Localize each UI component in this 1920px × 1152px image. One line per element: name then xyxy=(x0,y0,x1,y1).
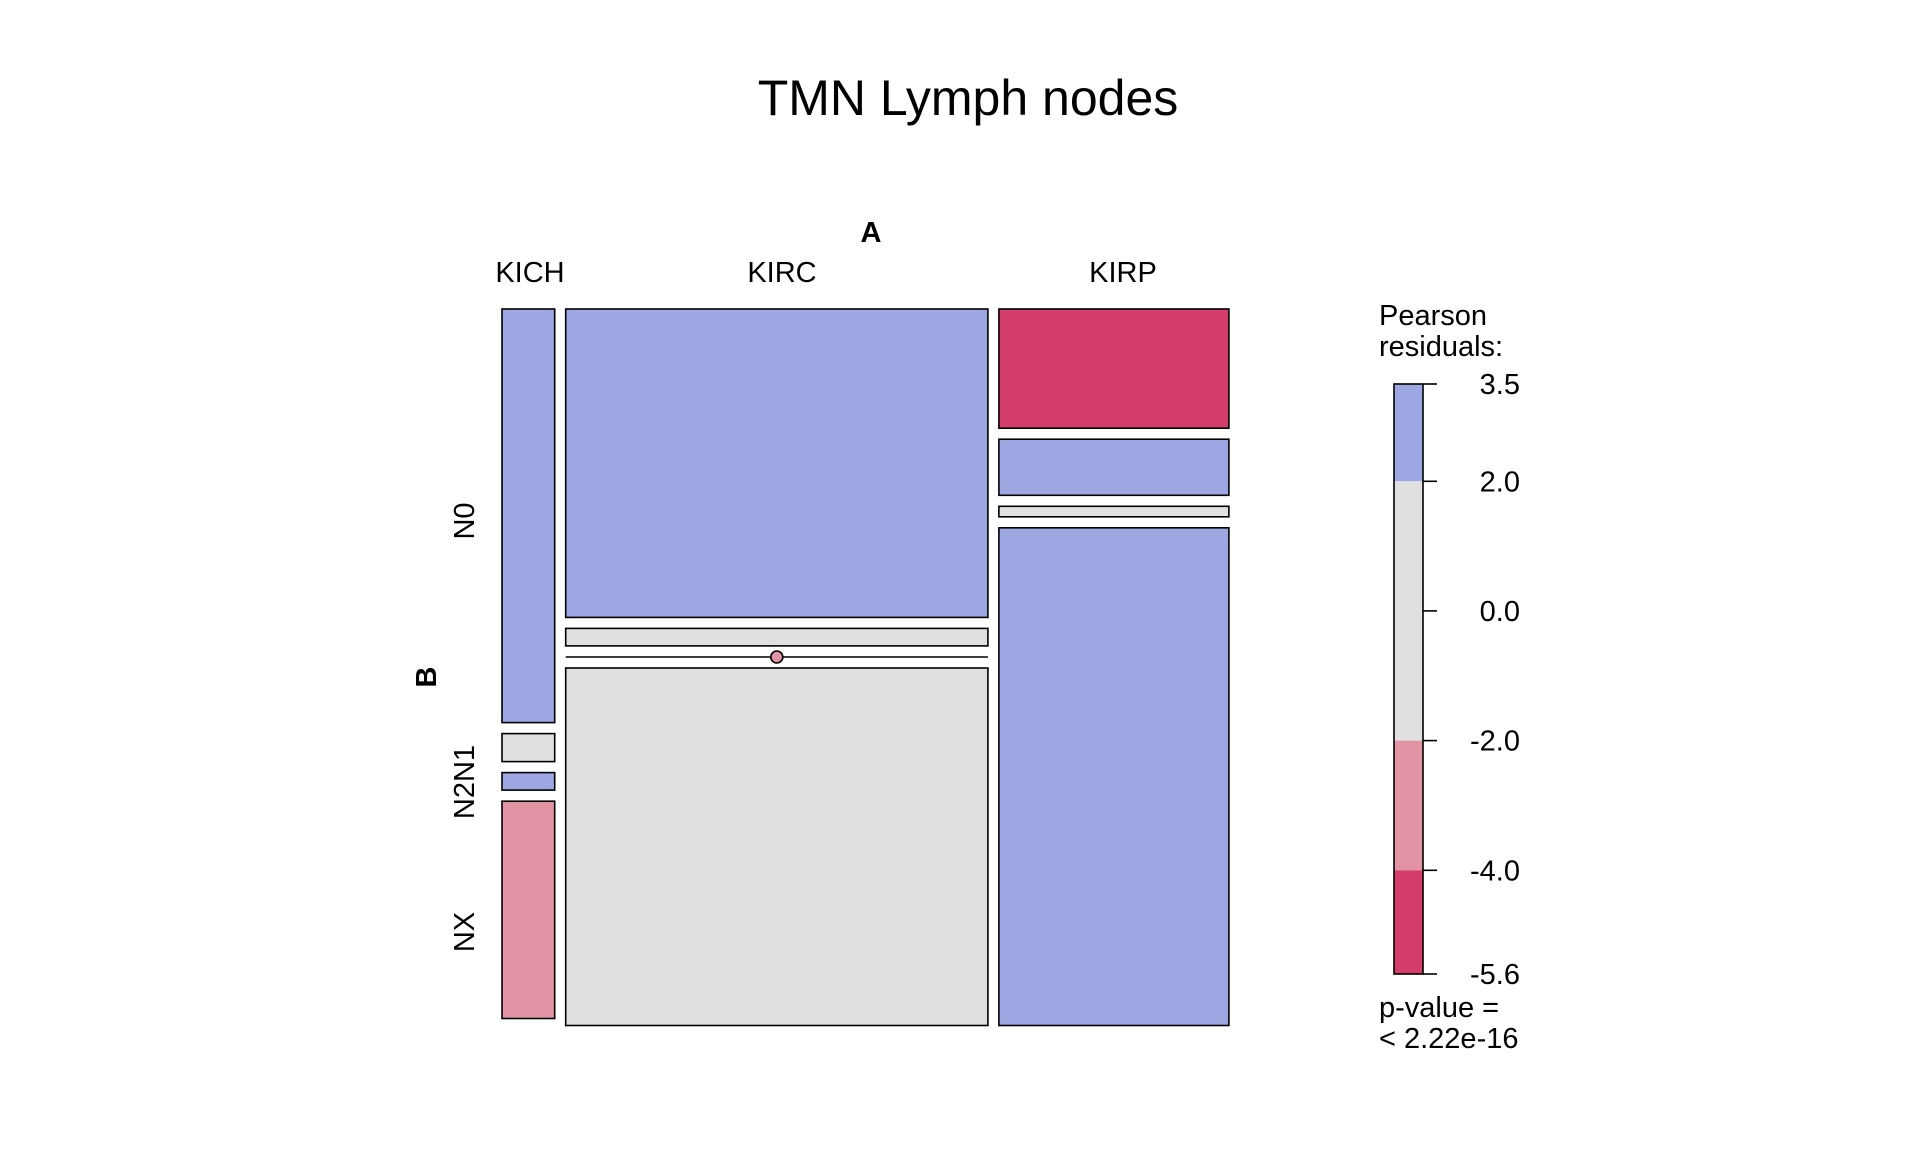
legend-bar-outline xyxy=(1393,383,1424,975)
p-value-line-2: < 2.22e-16 xyxy=(1379,1023,1518,1055)
legend-title-line-1: Pearson xyxy=(1379,300,1487,332)
tile-kirp-n2 xyxy=(998,505,1230,518)
legend: Pearson residuals: 3.5 2.0 0.0 -2.0 -4.0 -5.6… xyxy=(1379,300,1520,1055)
tile-kich-n2 xyxy=(501,771,556,791)
tile-kich-n1 xyxy=(501,732,556,763)
tile-kirc-nx xyxy=(564,667,989,1027)
x-label-kirc: KIRC xyxy=(747,257,816,289)
x-label-kich: KICH xyxy=(495,257,564,289)
x-label-kirp: KIRP xyxy=(1089,257,1157,289)
legend-band-2 xyxy=(1394,740,1423,871)
tile-kich-nx xyxy=(501,800,556,1020)
legend-tick-label-5: -5.6 xyxy=(1470,959,1520,991)
legend-title-line-2: residuals: xyxy=(1379,331,1503,363)
tile-kich-n0 xyxy=(501,308,556,724)
tile-kirc-n0 xyxy=(564,308,989,619)
legend-band-0 xyxy=(1394,384,1423,482)
chart-title: TMN Lymph nodes xyxy=(758,70,1179,126)
legend-tick-label-2: 0.0 xyxy=(1480,596,1520,628)
mosaic-tiles xyxy=(501,308,1230,1027)
y-tick-labels: N0 N2N1 NX xyxy=(449,502,481,952)
legend-band-3 xyxy=(1394,870,1423,974)
legend-tick-label-0: 3.5 xyxy=(1480,369,1520,401)
tile-kirp-nx xyxy=(998,526,1230,1027)
legend-band-1 xyxy=(1394,481,1423,741)
tile-kirc-n1 xyxy=(564,627,989,647)
y-label-n2n1: N2N1 xyxy=(449,745,481,819)
y-label-n0: N0 xyxy=(449,502,481,539)
y-variable-label: B xyxy=(411,667,443,688)
legend-tick-label-1: 2.0 xyxy=(1480,466,1520,498)
legend-tick-label-3: -2.0 xyxy=(1470,726,1520,758)
p-value-line-1: p-value = xyxy=(1379,992,1499,1024)
legend-tick-label-4: -4.0 xyxy=(1470,855,1520,887)
legend-color-bar xyxy=(1393,383,1424,975)
x-variable-label: A xyxy=(861,217,882,249)
zero-cell-marker-kirc-n2 xyxy=(769,650,784,664)
tile-kirp-n0 xyxy=(998,308,1230,429)
y-label-nx: NX xyxy=(449,912,481,952)
legend-ticks: 3.5 2.0 0.0 -2.0 -4.0 -5.6 xyxy=(1423,369,1520,991)
tile-kirp-n1 xyxy=(998,438,1230,497)
x-category-labels: KICH KIRC KIRP xyxy=(495,257,1156,289)
